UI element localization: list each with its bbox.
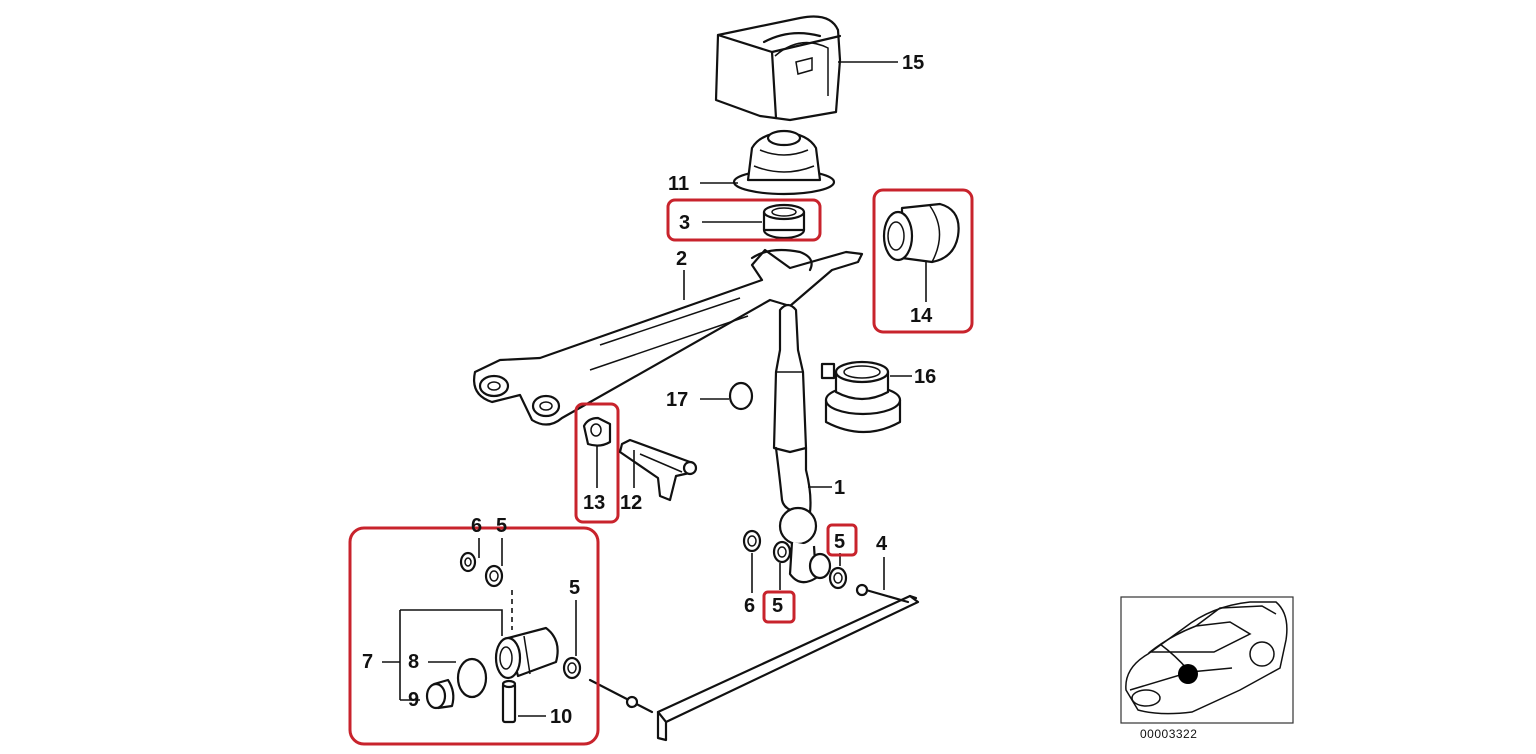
- part-15-shift-boot: [714, 15, 842, 122]
- callout-14: 14: [910, 305, 933, 327]
- part-7-joint-assembly: [494, 626, 559, 680]
- part-12-bracket: [618, 438, 698, 502]
- callout-4: 4: [876, 533, 888, 555]
- part-4-shift-rod: [588, 583, 920, 742]
- highlight-5c: [762, 590, 796, 624]
- locator-inset: 00003322: [1120, 596, 1294, 741]
- part-2-shift-arm: [473, 248, 864, 426]
- part-5-ring-left: [484, 564, 504, 588]
- car-outline: [1125, 601, 1288, 715]
- callout-5c: 5: [772, 595, 783, 617]
- callout-8: 8: [408, 651, 419, 673]
- part-9-sleeve: [425, 678, 455, 710]
- part-3-bushing: [762, 203, 806, 240]
- part-6-washer-right: [742, 529, 762, 553]
- callout-12: 12: [620, 492, 642, 514]
- part-17-ring: [728, 381, 754, 411]
- part-5-ring-right: [828, 566, 848, 590]
- part-11-rubber-boot: [732, 129, 836, 196]
- highlight-13: [574, 402, 620, 524]
- callout-5d: 5: [569, 577, 580, 599]
- part-13-bushing: [582, 416, 612, 447]
- bracket-7-top: [400, 609, 503, 636]
- callout-5a: 5: [496, 515, 507, 537]
- part-14-bushing: [882, 202, 960, 264]
- callout-1: 1: [834, 477, 845, 499]
- callout-5b: 5: [834, 531, 845, 553]
- callout-6a: 6: [471, 515, 482, 537]
- part-6-washer-left: [459, 551, 477, 573]
- callout-6b: 6: [744, 595, 755, 617]
- callout-11: 11: [668, 173, 689, 195]
- part-5-ring-joint: [562, 656, 582, 680]
- callout-7: 7: [362, 651, 373, 673]
- callout-3: 3: [679, 212, 690, 234]
- highlight-group-5-10: [348, 526, 600, 746]
- highlight-5b: [826, 523, 858, 557]
- callout-10: 10: [550, 706, 572, 728]
- callout-16: 16: [914, 366, 936, 388]
- part-8-o-ring: [456, 657, 488, 699]
- highlight-3: [666, 198, 822, 242]
- highlight-14: [872, 188, 974, 334]
- part-1-shift-lever: [772, 303, 832, 584]
- callout-2: 2: [676, 248, 687, 270]
- callout-13: 13: [583, 492, 605, 514]
- part-16-bearing-housing: [820, 360, 902, 433]
- locator-marker-icon: [1178, 664, 1198, 684]
- part-10-pin: [501, 679, 517, 724]
- reference-number: 00003322: [1140, 727, 1197, 741]
- callout-17: 17: [666, 389, 688, 411]
- part-5-ring-lower: [772, 540, 792, 564]
- callout-15: 15: [902, 52, 924, 74]
